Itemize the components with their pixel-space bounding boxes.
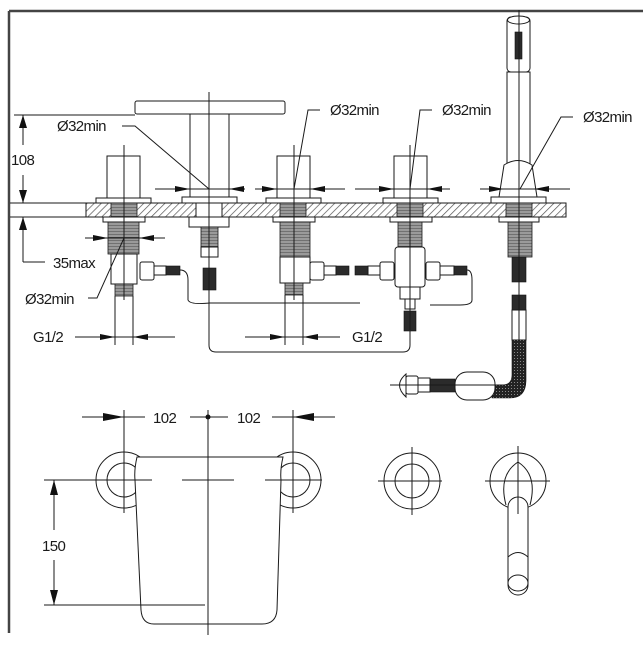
- dimension-deck-35max: 35max: [19, 217, 97, 272]
- dimension-thread-left: G1/2: [33, 296, 175, 346]
- drawing-frame: [7, 9, 643, 633]
- dimension-thread-right: G1/2: [245, 295, 383, 346]
- hole-callout-valve-middle: Ø32min: [330, 102, 379, 119]
- thread-left-label: G1/2: [33, 329, 63, 346]
- hole-callout-handshower: Ø32min: [583, 109, 632, 126]
- spacing-left-label: 102: [153, 410, 176, 427]
- hole-callout-spout: Ø32min: [57, 118, 106, 135]
- hole-callout-diverter: Ø32min: [442, 102, 491, 119]
- valve-left: [95, 145, 360, 305]
- spout: [134, 92, 411, 353]
- dimension-spout-150: 150: [42, 479, 205, 606]
- dim-108-label: 108: [11, 152, 34, 169]
- handshower: [390, 10, 547, 401]
- front-view: 108 35max: [10, 10, 633, 401]
- diverter: [379, 145, 473, 332]
- valve-middle: [265, 145, 381, 300]
- deck-hatched: [85, 202, 567, 218]
- top-view: 102 102 150: [42, 410, 550, 635]
- spacing-right-label: 102: [237, 410, 260, 427]
- top-spout-outline: [134, 456, 284, 625]
- hole-callout-valve-left: Ø32min: [25, 291, 74, 308]
- thread-right-label: G1/2: [352, 329, 382, 346]
- dimension-spacing-102: 102 102: [82, 410, 335, 513]
- top-diverter: [378, 447, 442, 515]
- hole-diameter-callouts: Ø32min Ø32min Ø32min Ø32min Ø32min: [25, 102, 633, 308]
- dim-35max-label: 35max: [53, 255, 96, 272]
- top-handshower: [485, 446, 550, 596]
- dimension-height-108: 108: [11, 114, 135, 203]
- spout-150-label: 150: [42, 538, 65, 555]
